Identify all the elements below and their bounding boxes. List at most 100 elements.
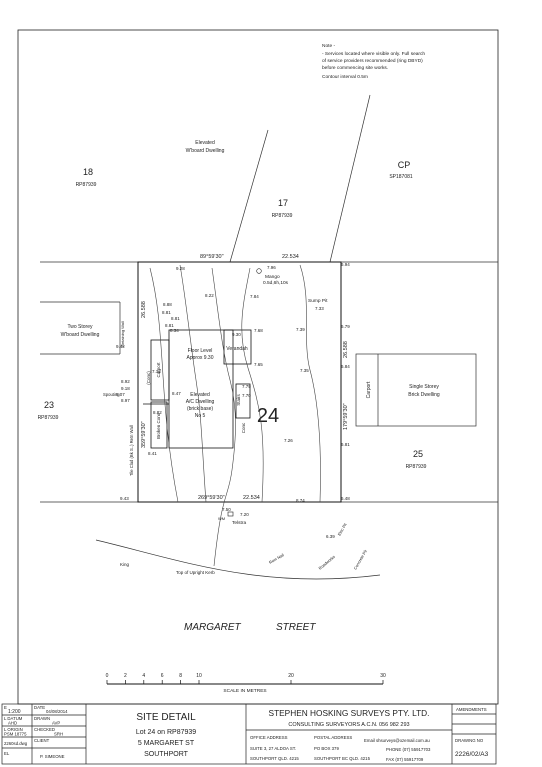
- spot-level: 8.88: [163, 302, 172, 307]
- house-footprint: [143, 329, 252, 449]
- email-line: Email shsurveys@ozemail.com.au: [364, 738, 430, 743]
- datum-field-value: AHD: [8, 721, 17, 726]
- street-name-1: MARGARET: [184, 622, 242, 633]
- spot-level: 9.43: [120, 496, 129, 501]
- bottom-distance: 22.534: [243, 495, 260, 501]
- elevated-dwelling-label-2: W'board Dwelling: [186, 148, 225, 154]
- kerb-line: [95, 539, 381, 580]
- spot-level: 7.20: [240, 512, 249, 517]
- spot-level: 9.42: [116, 344, 125, 349]
- neighbour-boundaries: [40, 94, 498, 503]
- left-distance: 26.588: [141, 301, 147, 318]
- conc-label: (Conc): [146, 371, 151, 385]
- scale-tick-label: 4: [142, 673, 145, 679]
- spot-level: 7.35: [300, 368, 309, 373]
- notes-line-3: before commencing site works.: [322, 65, 388, 71]
- lot-25-number: 25: [413, 449, 423, 459]
- scale-tick-label: 8: [179, 673, 182, 679]
- lot-17-plan: RP87939: [272, 213, 293, 219]
- notes-line-4: Contour interval 0.5m: [322, 74, 368, 80]
- conc-label-2: Conc: [241, 422, 246, 433]
- contour-lines: [149, 264, 321, 567]
- carport-label: Carport: [156, 362, 161, 378]
- client-field-label: CLIENT: [34, 738, 50, 743]
- spot-levels: 9.428.929.189.078.978.828.478.419.288.81…: [116, 262, 350, 539]
- verandah-outline: [223, 329, 252, 365]
- mango-label-1: Mango: [265, 274, 280, 280]
- spot-level: 9.30: [232, 332, 241, 337]
- scale-field-label: E: [4, 705, 7, 710]
- spot-level: 8.34: [170, 328, 179, 333]
- spot-level: 7.39: [296, 327, 305, 332]
- client-field-value: P. SIMEONE: [40, 754, 65, 759]
- scale-tick-label: 0: [106, 673, 109, 679]
- spot-level: 7.79: [242, 384, 251, 389]
- boundary-17-cp: [329, 94, 371, 263]
- spot-level: 8.81: [165, 323, 174, 328]
- lot-24-boundary: [137, 261, 342, 503]
- spot-level: 9.07: [116, 392, 125, 397]
- top-bearing: 89°59'30": [200, 254, 224, 260]
- spot-level: 8.47: [172, 391, 181, 396]
- spot-level: 7.68: [254, 328, 263, 333]
- sump-pit-label: Sump Pit: [308, 298, 328, 304]
- lot-25-plan: RP87939: [406, 464, 427, 470]
- phone-line: PHONE (07) 55917703: [386, 747, 431, 752]
- spot-level: 6.94: [341, 262, 350, 267]
- spot-level: 7.26: [284, 438, 293, 443]
- spot-level: 6.81: [341, 442, 350, 447]
- cp-number: CP: [398, 160, 411, 170]
- top-kerb-label: Top of Upright Kerb: [176, 570, 215, 575]
- street-name: MARGARET STREET: [184, 622, 316, 633]
- suburb-line: SOUTHPORT: [144, 751, 189, 758]
- date-field-label: DATE: [34, 705, 45, 710]
- two-storey-label-1: Two Storey: [67, 324, 93, 330]
- drawn-field-value: AVP: [52, 721, 60, 726]
- spot-level: 7.70: [242, 393, 251, 398]
- elec-pit-label: Elec Pit: [337, 521, 349, 536]
- retaining-wall-label: Retaining Wall: [120, 321, 125, 347]
- spot-level: 9.18: [121, 386, 130, 391]
- office-address-line-1: SUITE 3, 27 ALDOA ST.: [250, 746, 296, 751]
- drawing-number: 2226/02/A3: [455, 751, 489, 758]
- fax-line: FAX (07) 55917709: [386, 757, 424, 762]
- floor-level-label-1: Floor Level: [188, 348, 213, 354]
- scale-field-value: 1:200: [8, 709, 21, 715]
- office-address-label: OFFICE ADDRESS: [250, 735, 288, 740]
- right-distance: 26.588: [343, 341, 349, 358]
- house-desc-2: A/C Dwelling: [186, 399, 215, 405]
- el-field-label: EL: [4, 751, 10, 756]
- title-block-grid: [1, 703, 497, 765]
- boundary-dimensions: 89°59'30" 22.534 269°59'30" 22.534 26.58…: [103, 254, 349, 501]
- spot-level: 8.92: [121, 379, 130, 384]
- spot-level: 8.81: [171, 316, 180, 321]
- notes-heading: Note -: [322, 43, 335, 49]
- title-block-center: SITE DETAIL Lot 24 on RP87939 5 MARGARET…: [136, 712, 196, 758]
- top-distance: 22.534: [282, 254, 299, 260]
- verandah-label: Verandah: [226, 346, 248, 352]
- title-block-right: AMENDMENTS DRAWING NO 2226/02/A3: [455, 707, 489, 758]
- drawing-no-label: DRAWING NO: [455, 738, 484, 743]
- spot-level: 7.84: [250, 294, 259, 299]
- two-storey-label-2: W'board Dwelling: [61, 332, 100, 338]
- spot-level: 7.65: [254, 362, 263, 367]
- firm-subtitle: CONSULTING SURVEYORS A.C.N. 056 982 293: [288, 722, 409, 728]
- notes-line-2: of service providers recommended (ring D…: [322, 58, 423, 64]
- office-address-line-2: SOUTHPORT QLD. 4215: [250, 756, 299, 761]
- title-block-left: E 1:200 DATE 04/08/2014 L DATUM AHD DRAW…: [4, 705, 68, 759]
- spot-level: 8.74: [296, 498, 305, 503]
- spot-level: 8.97: [121, 398, 130, 403]
- spot-level: 8.22: [205, 293, 214, 298]
- spot-level: 6.39: [326, 534, 335, 539]
- spot-level: 6.79: [341, 324, 350, 329]
- concrete-pit-label: Concrete Pit: [353, 548, 369, 570]
- single-storey-label-2: Brick Dwelling: [408, 392, 440, 398]
- lot-line: Lot 24 on RP87939: [136, 729, 196, 736]
- stairs-outline: [235, 383, 251, 419]
- checked-field-value: SRH: [54, 732, 63, 737]
- right-bearing: 179°59'30": [343, 403, 349, 430]
- postal-address-label: POSTAL ADDRESS: [314, 735, 352, 740]
- scale-tick-label: 10: [196, 673, 202, 679]
- house-labels: Floor Level Approx 9.30 Elevated A/C Dwe…: [120, 321, 248, 439]
